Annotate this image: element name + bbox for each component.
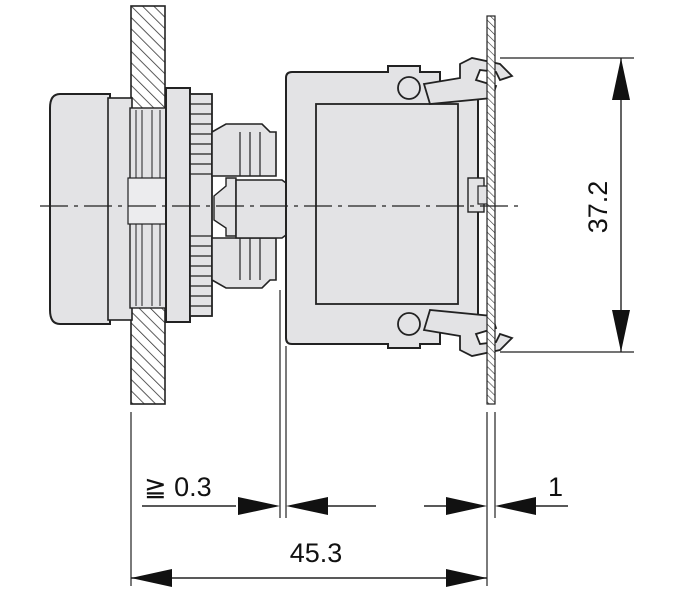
panel-thickness-label: 1 <box>548 472 563 502</box>
lower-latch <box>422 309 514 357</box>
actuator-shaft <box>127 107 169 309</box>
height-dimension: 37.2 <box>583 58 630 352</box>
push-button-bezel <box>49 93 133 325</box>
height-dimension-label: 37.2 <box>583 181 613 234</box>
extension-lines <box>130 57 634 586</box>
rear-mounting-plate <box>486 15 496 405</box>
upper-latch <box>422 57 514 105</box>
fixing-ring <box>165 87 213 323</box>
depth-dimension: 45.3 <box>131 538 487 587</box>
depth-dimension-label: 45.3 <box>290 538 343 568</box>
contact-element-body <box>285 65 489 349</box>
gap-dimension: ≧ 0.3 <box>142 472 376 515</box>
gap-dimension-label: ≧ 0.3 <box>144 472 212 502</box>
panel-thickness-dimension: 1 <box>424 472 568 515</box>
